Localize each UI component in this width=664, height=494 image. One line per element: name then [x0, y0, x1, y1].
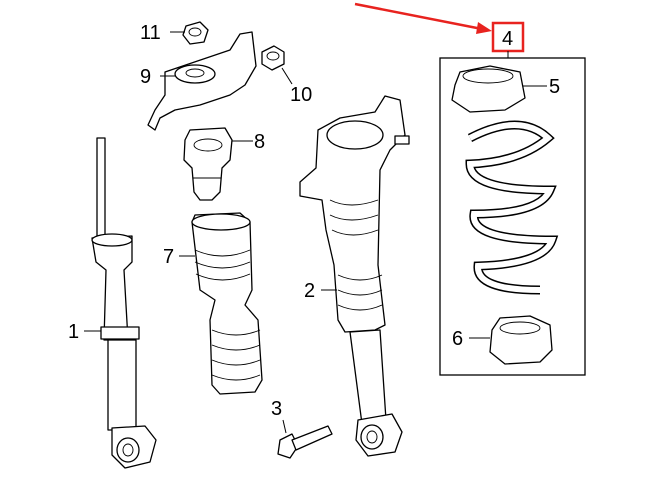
assembly-group-box: [439, 57, 586, 376]
part-6-lower-spring-seat[interactable]: [489, 315, 553, 365]
callout-4: 4: [502, 28, 513, 50]
callout-3: 3: [271, 398, 282, 420]
part-10-nut[interactable]: [261, 45, 285, 71]
callout-11: 11: [140, 22, 161, 44]
part-2-air-strut[interactable]: [299, 95, 410, 457]
part-1-shock-absorber[interactable]: [91, 137, 157, 469]
callout-8: 8: [254, 131, 265, 153]
part-3-bolt[interactable]: [277, 425, 333, 459]
part-11-nut[interactable]: [182, 21, 209, 45]
callout-9: 9: [140, 66, 151, 88]
coil-spring[interactable]: [465, 120, 559, 295]
part-8-bump-stop[interactable]: [183, 127, 233, 201]
callout-2: 2: [304, 280, 315, 302]
callout-10: 10: [290, 84, 312, 106]
highlight-arrow: [354, 2, 492, 34]
part-5-upper-spring-seat[interactable]: [451, 65, 526, 113]
leader-lines: [84, 31, 547, 434]
callout-7: 7: [163, 246, 174, 268]
callout-5: 5: [549, 76, 560, 98]
callout-1: 1: [68, 321, 79, 343]
callout-6: 6: [452, 328, 463, 350]
part-9-upper-mount[interactable]: [147, 31, 257, 131]
part-7-dust-boot[interactable]: [191, 212, 263, 395]
